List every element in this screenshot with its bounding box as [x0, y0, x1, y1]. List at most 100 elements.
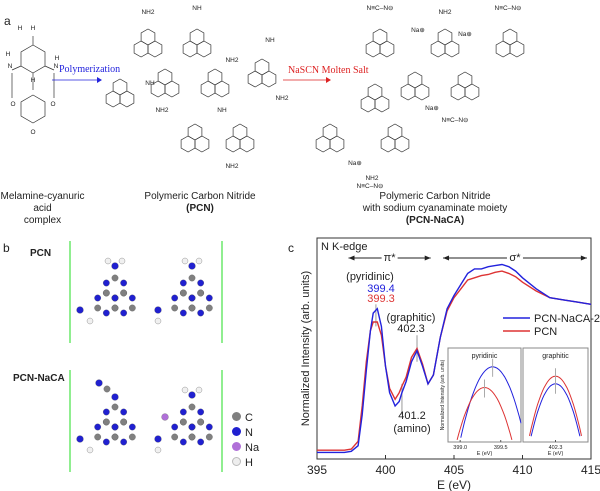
atom-ball	[76, 306, 84, 314]
legend-item-c: C	[232, 411, 259, 426]
model-pcn-label: PCN	[30, 248, 52, 259]
model-pcn-naca-label: PCN-NaCA	[13, 373, 65, 384]
atom-ball	[102, 279, 110, 287]
arrowhead-left-icon	[348, 255, 355, 261]
inset-y-label: Normalized Intensity (arb. units)	[440, 359, 446, 430]
atom-ball	[171, 294, 179, 302]
annotation-label: (pyridinic)	[346, 271, 394, 283]
atom-ball	[111, 294, 119, 302]
x-tick-label: 400	[375, 463, 395, 477]
polymerization-label: Polymerization	[59, 64, 121, 75]
atom-ball	[76, 435, 84, 443]
atom-ball	[94, 294, 102, 302]
atom-ball	[154, 435, 162, 443]
cyanamide-label: N≡C–N⊖	[367, 5, 394, 12]
heptazine-unit	[133, 28, 163, 58]
triazine-ring	[147, 40, 163, 58]
atom-ball	[111, 393, 119, 401]
legend-label: C	[245, 412, 253, 424]
inset-tick-label: 402.3	[549, 445, 563, 451]
triazine-ring	[509, 40, 525, 58]
sodium-swatch-icon	[232, 442, 241, 451]
arrowhead-icon	[97, 77, 102, 83]
caption-line: Melamine-cyanuric acid	[0, 191, 85, 214]
atom-ball	[111, 423, 119, 431]
triazine-ring	[394, 135, 410, 153]
annotation-label: 399.3	[367, 293, 395, 305]
atom-ball	[188, 391, 196, 399]
heptazine-unit	[247, 58, 277, 88]
y-axis-label: Normalized Intensity (arb. units)	[300, 271, 312, 426]
triazine-ring	[261, 70, 277, 88]
annotation-label: 401.2	[398, 410, 426, 422]
atom-ball	[188, 274, 196, 282]
atom-ball	[197, 408, 205, 416]
atom-ball	[188, 294, 196, 302]
inset-x-label: E (eV)	[548, 451, 564, 457]
panel-a-letter: a	[4, 14, 11, 28]
atom-ball	[120, 309, 128, 317]
atom-ball	[120, 438, 128, 446]
atom-label-nh: NH2	[225, 163, 238, 170]
cyanamide-label: N≡C–N⊖	[495, 5, 522, 12]
atom-label-nh: NH2	[225, 57, 238, 64]
molten-salt-label: NaSCN Molten Salt	[288, 65, 369, 76]
inset-title: graphitic	[542, 353, 569, 360]
atom-ball	[205, 423, 213, 431]
legend-label: N	[245, 427, 253, 439]
atom-label-nh2: NH2	[438, 9, 451, 16]
atom-ball	[111, 433, 119, 441]
atom-label-nh: NH	[217, 107, 227, 114]
atom-ball	[179, 289, 187, 297]
legend-label: Na	[245, 442, 260, 454]
caption-line: (PCN-NaCA)	[405, 215, 465, 226]
atom-ball	[94, 423, 102, 431]
atom-ball	[205, 433, 213, 441]
caption-line: complex	[23, 215, 62, 226]
legend-item-n: N	[232, 426, 259, 441]
atom-ball	[104, 257, 112, 265]
atom-o: O	[30, 129, 35, 136]
triazine-ring	[119, 90, 135, 108]
triazine-ring	[196, 40, 212, 58]
heptazine-unit	[365, 28, 395, 58]
atom-ball	[197, 418, 205, 426]
arrowhead-right-icon	[424, 255, 431, 261]
triazine-ring	[214, 80, 230, 98]
caption-line: Polymeric Carbon Nitride	[144, 191, 256, 202]
atom-label-nh: NH	[265, 37, 275, 44]
atom-ball	[179, 438, 187, 446]
atom-ball	[188, 304, 196, 312]
atom-ball	[120, 408, 128, 416]
sodium-ion-label: Na⊕	[458, 31, 472, 38]
atom-ball	[128, 423, 136, 431]
atom-label-nh: NH2	[155, 107, 168, 114]
atom-ball	[188, 433, 196, 441]
arrowhead-icon	[326, 77, 331, 83]
heptazine-unit	[182, 28, 212, 58]
x-tick-label: 415	[581, 463, 600, 477]
atom-ball	[86, 446, 94, 454]
x-tick-label: 395	[307, 463, 327, 477]
atom-ball	[111, 304, 119, 312]
sodium-ion-label: Na⊕	[348, 160, 362, 167]
atom-label-nh2: NH2	[365, 175, 378, 182]
atom-ball	[128, 304, 136, 312]
panel-b-letter: b	[3, 241, 10, 255]
heptazine-unit	[150, 68, 180, 98]
caption-pcn: Polymeric Carbon Nitride (PCN)	[140, 191, 260, 215]
inset-title: pyridinic	[472, 353, 498, 360]
heptazine-unit	[400, 71, 430, 101]
atom-ball	[195, 257, 203, 265]
heptazine-unit	[200, 68, 230, 98]
atom-ball	[197, 279, 205, 287]
heptazine-unit	[105, 78, 135, 108]
atom-ball	[181, 386, 189, 394]
sodium-ion-label: Na⊕	[411, 27, 425, 34]
caption-line: (PCN)	[186, 203, 214, 214]
inset-x-label: E (eV)	[477, 451, 493, 457]
atom-ball	[120, 289, 128, 297]
triazine-ring	[444, 40, 460, 58]
atom-ball	[161, 413, 169, 421]
